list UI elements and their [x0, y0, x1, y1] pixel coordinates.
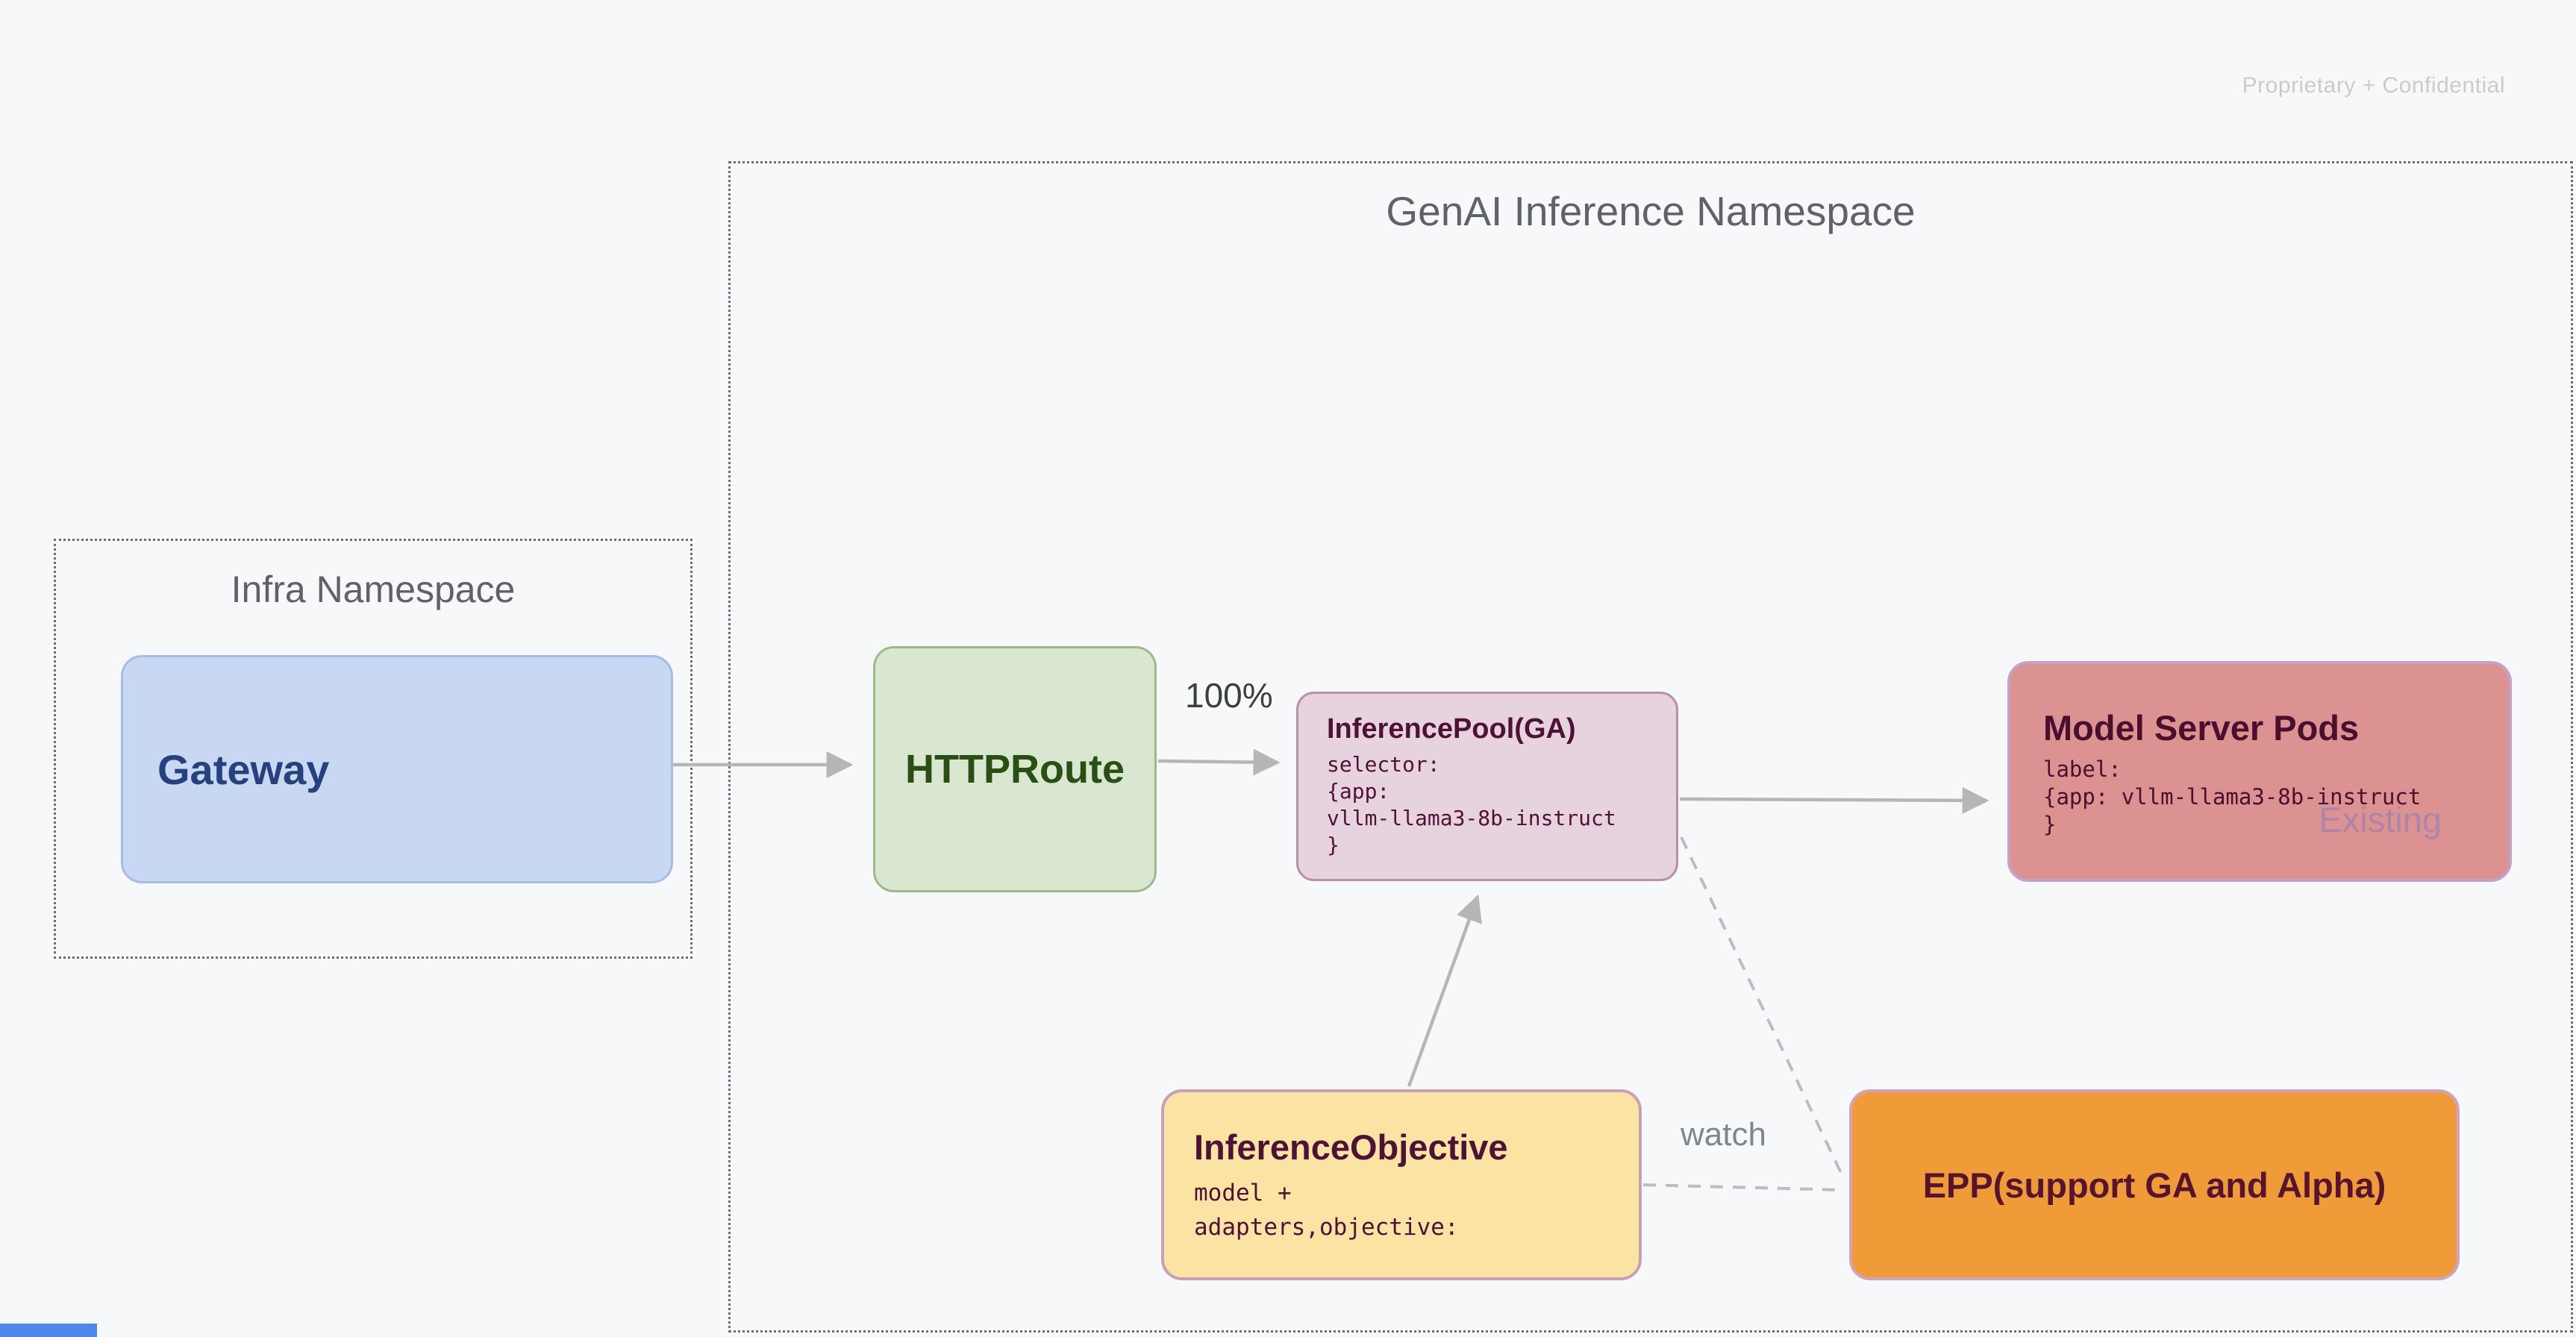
inference-pool-selector-code: selector: {app: vllm-llama3-8b-instruct … [1327, 751, 1661, 859]
code-line: model + [1194, 1180, 1292, 1206]
model-server-pods-node: Model Server Pods label: {app: vllm-llam… [2007, 661, 2512, 882]
gateway-node-title: Gateway [157, 745, 330, 793]
code-line: vllm-llama3-8b-instruct [1327, 806, 1616, 831]
inference-objective-node-title: InferenceObjective [1194, 1127, 1508, 1167]
infra-namespace-container: Infra Namespace [54, 539, 693, 959]
confidential-watermark: Proprietary + Confidential [2242, 73, 2505, 98]
code-line: } [1327, 833, 1339, 858]
epp-node-title: EPP(support GA and Alpha) [1922, 1165, 2386, 1205]
inference-objective-node: InferenceObjective model + adapters,obje… [1161, 1089, 1642, 1280]
httproute-node-title: HTTPRoute [905, 747, 1125, 792]
traffic-percent-label: 100% [1185, 676, 1273, 715]
genai-namespace-container: GenAI Inference Namespace [728, 161, 2573, 1333]
code-line: selector: [1327, 752, 1440, 777]
inference-objective-code: model + adapters,objective: [1194, 1177, 1624, 1245]
inference-pool-node-title: InferencePool(GA) [1327, 713, 1576, 745]
genai-namespace-title: GenAI Inference Namespace [1386, 188, 1916, 234]
code-line: {app: [1327, 779, 1390, 804]
inference-pool-node: InferencePool(GA) selector: {app: vllm-l… [1296, 692, 1678, 881]
code-line: } [2043, 812, 2057, 838]
infra-namespace-title: Infra Namespace [231, 569, 516, 610]
watch-label: watch [1681, 1116, 1766, 1153]
gateway-node: Gateway [121, 655, 673, 883]
model-server-pods-node-title: Model Server Pods [2043, 708, 2360, 748]
code-line: label: [2043, 757, 2122, 782]
httproute-node: HTTPRoute [873, 646, 1157, 892]
existing-status-tag: Existing [2319, 800, 2442, 839]
corner-accent-bar [0, 1324, 97, 1337]
code-line: adapters,objective: [1194, 1213, 1459, 1241]
code-line: {app: vllm-llama3-8b-instruct [2043, 784, 2422, 810]
epp-node: EPP(support GA and Alpha) [1849, 1089, 2460, 1280]
model-server-pods-label-code: label: {app: vllm-llama3-8b-instruct } [2043, 756, 2494, 839]
